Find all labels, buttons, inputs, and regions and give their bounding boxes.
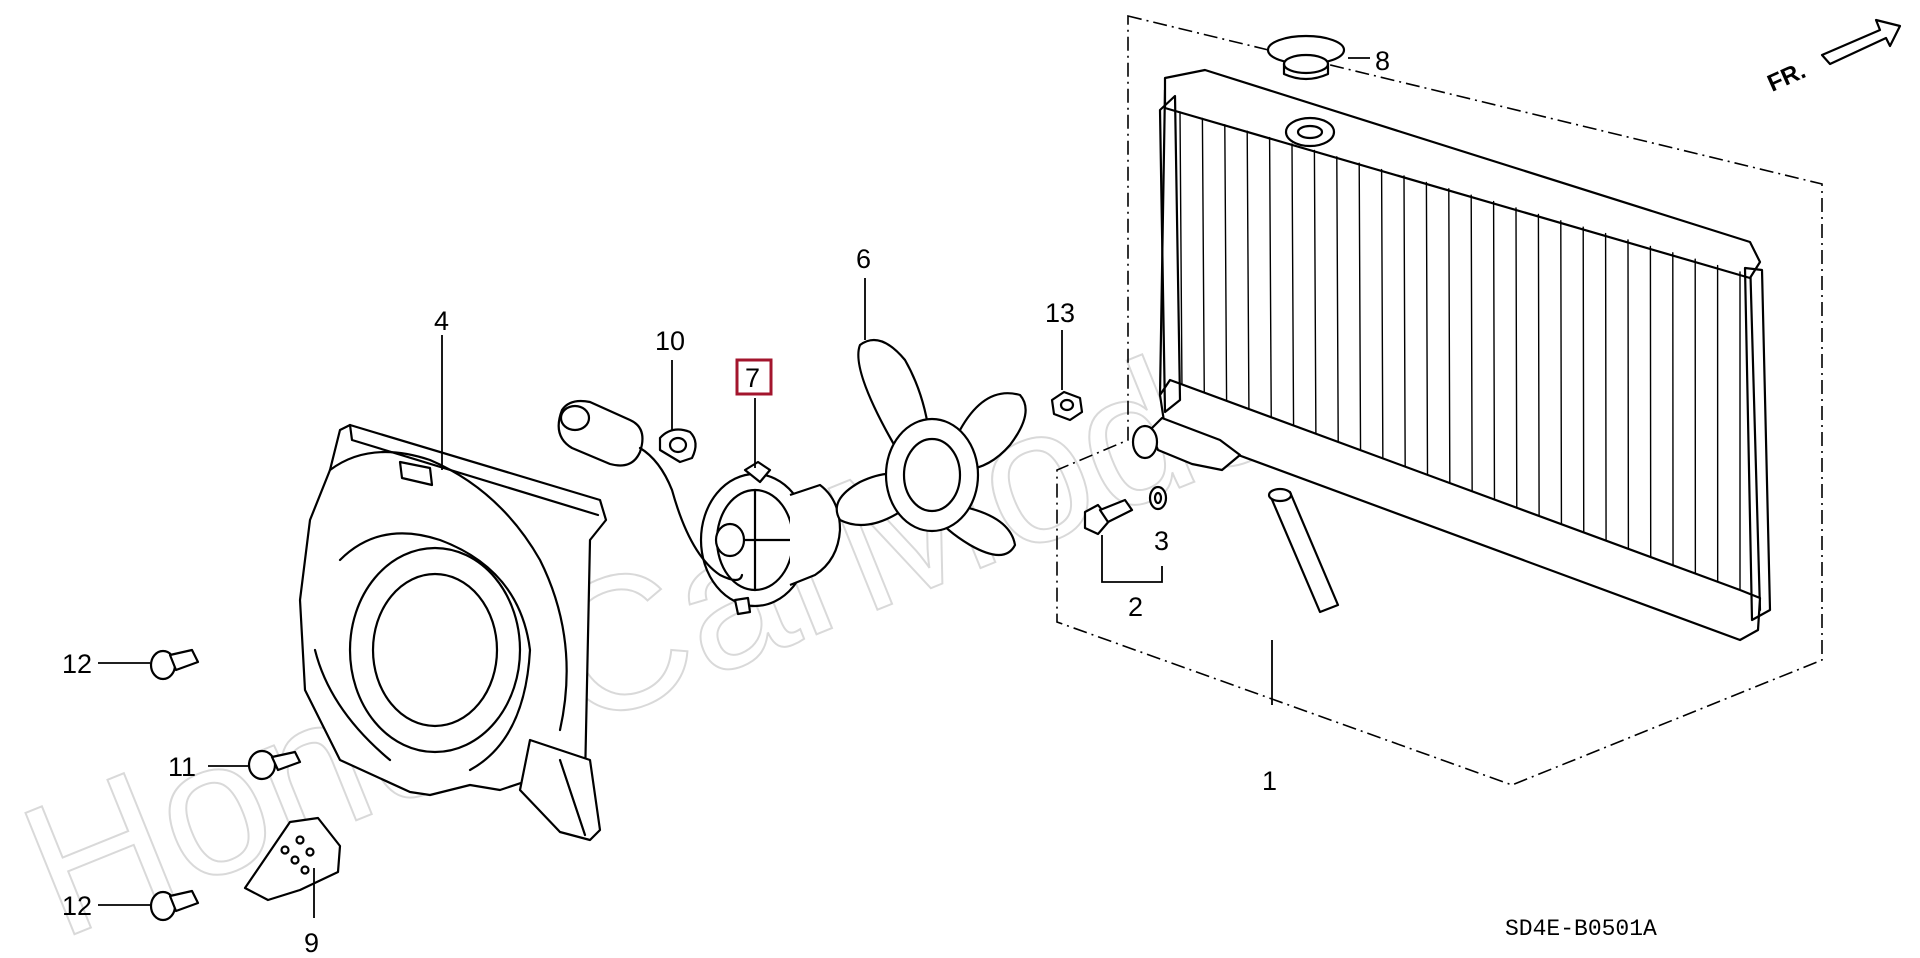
leader-lines [98,57,1370,918]
callout-8[interactable]: 8 [1375,46,1390,76]
radiator-fin [1336,156,1339,450]
mounting-bracket[interactable] [243,816,342,902]
radiator-fin [1425,181,1429,483]
radiator-fin [1515,207,1518,515]
radiator-cap[interactable] [1266,34,1346,81]
nut[interactable] [1050,390,1084,422]
radiator-assembly[interactable] [1056,14,1823,786]
radiator-fin [1492,200,1496,507]
radiator-fin [1470,194,1473,499]
diagram-reference-code: SD4E-B0501A [1505,916,1657,942]
radiator-fin [1403,175,1406,474]
callout-10[interactable]: 10 [655,326,685,356]
callout-1[interactable]: 1 [1262,766,1277,796]
front-direction-arrow-icon [1820,18,1902,66]
fan-shroud[interactable] [298,423,608,842]
callout-9[interactable]: 9 [304,928,319,958]
highlight-box [735,358,773,396]
radiator-fin [1560,220,1563,531]
radiator-fin [1380,168,1384,466]
radiator-fin [1179,111,1183,393]
callout-11[interactable]: 11 [168,752,196,782]
callout-2[interactable]: 2 [1128,592,1143,622]
callout-6[interactable]: 6 [856,244,871,274]
front-direction-label: FR. [1763,57,1809,97]
radiator-fin [1582,226,1585,539]
front-direction-indicator: FR. [1763,18,1902,97]
flange-bolt-lower[interactable] [149,889,200,922]
callout-4[interactable]: 4 [434,306,449,336]
radiator-fin [1537,213,1540,523]
motor-harness[interactable] [557,399,744,582]
radiator-fin [1291,143,1295,434]
self-tapping-screw[interactable] [247,749,302,781]
callout-12-upper[interactable]: 12 [62,649,92,679]
callout-7[interactable]: 7 [745,363,760,393]
radiator-fin [1358,162,1362,458]
radiator-fin [1313,149,1317,442]
callout-3[interactable]: 3 [1154,526,1169,556]
fan-blade[interactable] [835,338,1027,557]
drain-washer[interactable] [1148,485,1168,511]
drain-plug[interactable] [1083,498,1134,536]
radiator-fin [1448,188,1451,491]
radiator-fin [1201,117,1206,401]
fan-motor[interactable] [699,460,842,616]
callout-13[interactable]: 13 [1045,298,1075,328]
radiator-fin [1246,130,1250,418]
callout-12-lower[interactable]: 12 [62,891,92,921]
flange-bolt-upper[interactable] [149,648,200,681]
radiator-fin [1224,124,1228,409]
wire-clamp[interactable] [658,428,697,464]
radiator-fin [1268,136,1272,426]
